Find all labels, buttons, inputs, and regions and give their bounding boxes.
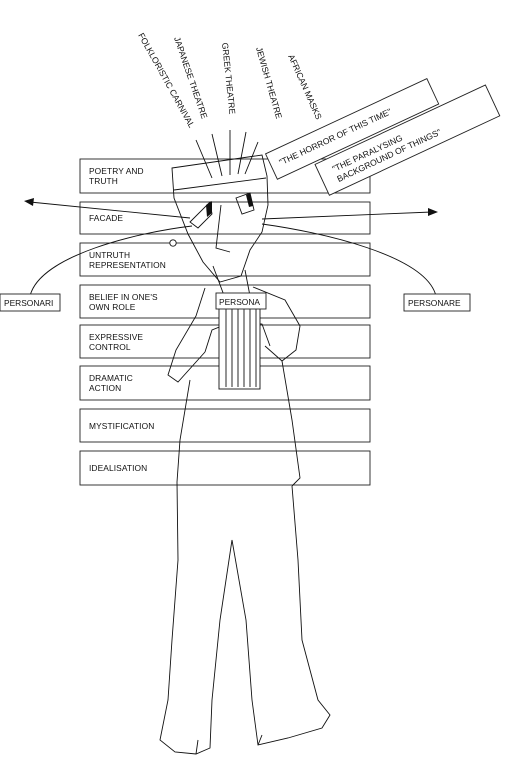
layer-label-belief-line2: OWN ROLE xyxy=(89,302,136,312)
layer-label-poetry-line2: TRUTH xyxy=(89,176,118,186)
layer-box-idealisation xyxy=(79,450,371,486)
torso-right xyxy=(281,360,301,487)
mask-right-pupil xyxy=(246,193,253,207)
layer-box-untruth-representation xyxy=(79,242,371,277)
layer-label-facade: FACADE xyxy=(89,213,123,223)
layer-label-dramatic-line2: ACTION xyxy=(89,383,121,393)
personari-label: PERSONARI xyxy=(4,298,53,308)
source-labels: FOLKLORISTIC CARNIVAL JAPANESE THEATRE G… xyxy=(136,31,324,129)
persona-column-stripes xyxy=(225,309,257,387)
layer-labels: POETRY AND TRUTH FACADE UNTRUTH REPRESEN… xyxy=(89,166,166,473)
layer-label-expressive-line2: CONTROL xyxy=(89,342,131,352)
right-shoulder-arm xyxy=(252,286,301,362)
layer-label-idealisation: IDEALISATION xyxy=(89,463,147,473)
persona-column xyxy=(218,306,261,390)
layer-label-expressive-line1: EXPRESSIVE xyxy=(89,332,143,342)
persona-box xyxy=(215,292,267,310)
left-shoulder-arm xyxy=(167,287,206,383)
torso-left xyxy=(176,379,191,483)
source-label-jewish-theatre: JEWISH THEATRE xyxy=(254,46,284,120)
mask-brow-line xyxy=(173,177,267,191)
mask-left-pupil xyxy=(206,201,212,217)
connector-arcs xyxy=(29,223,437,297)
layer-label-belief-line1: BELIEF IN ONE'S xyxy=(89,292,158,302)
feet-detail xyxy=(195,734,263,755)
layer-box-mystification xyxy=(79,408,371,443)
figure xyxy=(159,154,331,755)
quote-box-horror-frame xyxy=(264,78,440,180)
mask-right-eye xyxy=(235,192,255,215)
source-rays xyxy=(195,130,259,179)
layer-box-facade xyxy=(79,201,371,235)
layer-label-mystification: MYSTIFICATION xyxy=(89,421,154,431)
arrow-left-head xyxy=(24,198,34,206)
mask-dot xyxy=(169,239,177,247)
layer-label-untruth-line1: UNTRUTH xyxy=(89,250,130,260)
layer-label-untruth-line2: REPRESENTATION xyxy=(89,260,166,270)
arc-personari xyxy=(29,225,193,297)
personare-label: PERSONARE xyxy=(408,298,461,308)
facade-arrows xyxy=(24,198,438,220)
personari-box xyxy=(0,293,61,312)
mask-head xyxy=(171,154,269,283)
side-labels: PERSONARI PERSONARE PERSONA xyxy=(0,292,471,312)
arrow-left-line xyxy=(29,201,191,219)
source-label-greek-theatre: GREEK THEATRE xyxy=(220,42,237,115)
personare-box xyxy=(403,293,471,312)
source-ray-lines xyxy=(195,130,259,179)
quote-box-paralysing-frame xyxy=(314,84,501,196)
arc-personare xyxy=(261,223,437,297)
left-leg xyxy=(159,481,233,755)
right-leg xyxy=(231,485,331,746)
mask-nose xyxy=(215,204,231,253)
layer-label-dramatic-line1: DRAMATIC xyxy=(89,373,133,383)
mask-left-eye xyxy=(189,201,213,229)
source-label-african-masks: AFRICAN MASKS xyxy=(286,53,324,121)
arrow-right-line xyxy=(261,211,433,220)
arrow-right-head xyxy=(428,208,438,216)
layer-label-poetry-line1: POETRY AND xyxy=(89,166,144,176)
persona-label: PERSONA xyxy=(219,297,260,307)
